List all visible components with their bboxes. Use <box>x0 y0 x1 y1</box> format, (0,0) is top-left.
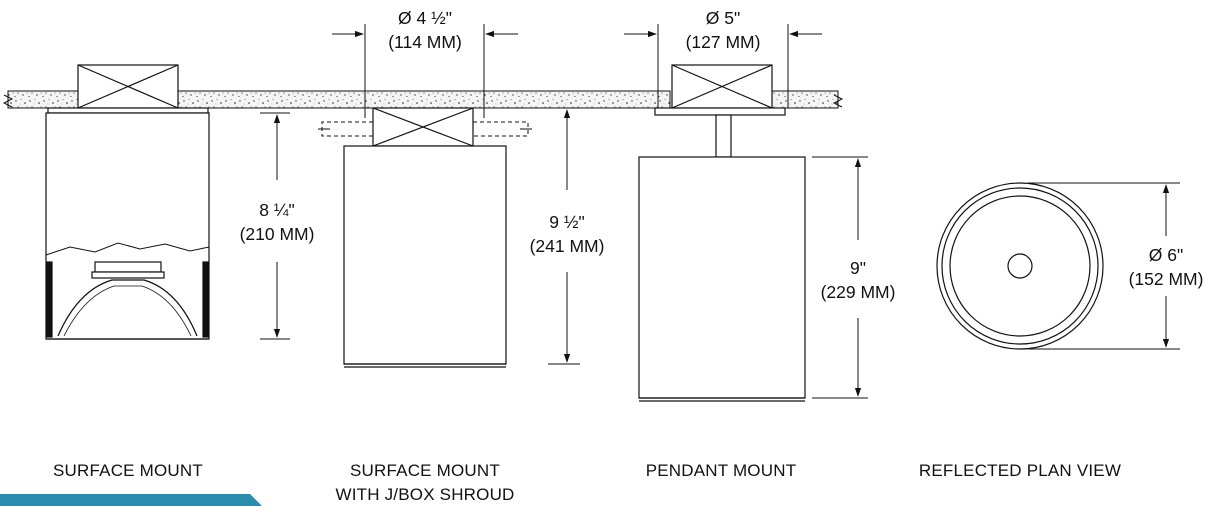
plan-view-fixture <box>936 182 1104 350</box>
shroud-mount-fixture <box>318 107 532 368</box>
caption-plan-view: REFLECTED PLAN VIEW <box>919 461 1121 480</box>
surface-height-dim-inches: 8 ¼" <box>259 200 294 220</box>
ceiling-section <box>2 90 844 109</box>
caption-shroud-mount-line2: WITH J/BOX SHROUD <box>335 485 514 504</box>
shroud-height-dim-mm: (241 MM) <box>530 236 605 256</box>
shroud-height-dim-inches: 9 ½" <box>549 212 584 232</box>
pendant-width-dim-mm: (127 MM) <box>686 32 761 52</box>
surface-width-dim-mm: (114 MM) <box>388 32 462 52</box>
surface-height-dim-mm: (210 MM) <box>240 224 315 244</box>
caption-pendant-mount: PENDANT MOUNT <box>646 461 797 480</box>
caption-shroud-mount-line1: SURFACE MOUNT <box>350 461 500 480</box>
accent-bar <box>0 494 262 506</box>
surface-mount-fixture <box>45 64 210 340</box>
surface-width-dim-inches: Ø 4 ½" <box>398 8 452 28</box>
dimension-lines <box>260 24 1180 399</box>
plan-diameter-dim-inches: Ø 6" <box>1149 245 1183 265</box>
caption-surface-mount: SURFACE MOUNT <box>53 461 203 480</box>
pendant-height-dim-inches: 9" <box>850 258 866 278</box>
pendant-width-dim-inches: Ø 5" <box>706 8 740 28</box>
pendant-mount-fixture <box>638 64 806 402</box>
dimension-labels: 8 ¼" (210 MM) Ø 4 ½" (114 MM) 9 ½" (241 … <box>240 8 1204 302</box>
pendant-height-dim-mm: (229 MM) <box>821 282 896 302</box>
view-captions: SURFACE MOUNT SURFACE MOUNT WITH J/BOX S… <box>53 461 1121 504</box>
plan-diameter-dim-mm: (152 MM) <box>1129 269 1204 289</box>
